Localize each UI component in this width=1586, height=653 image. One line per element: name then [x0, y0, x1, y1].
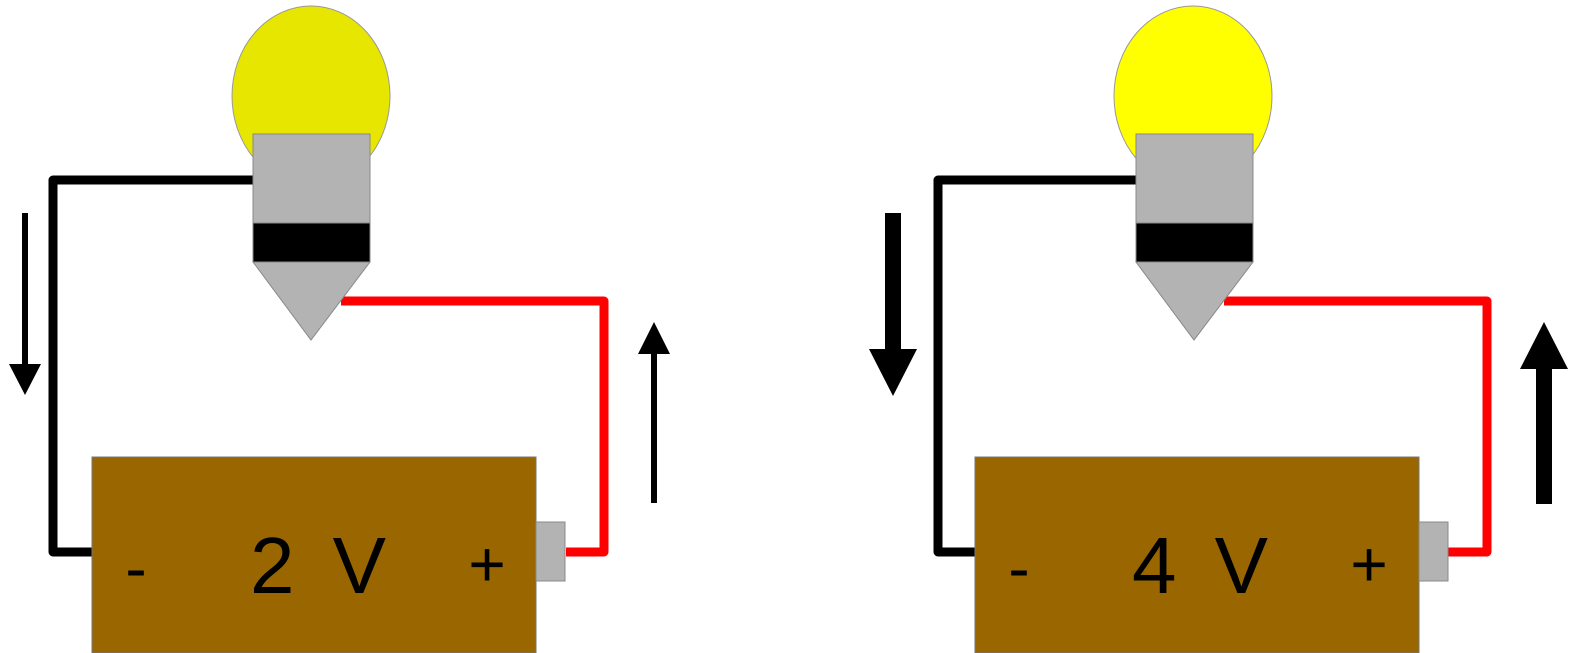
bulb-tip	[1135, 261, 1255, 341]
circuit-4v: - 4 V +	[869, 5, 1568, 653]
bulb-base-band	[1135, 222, 1254, 263]
battery-negative-label: -	[125, 532, 146, 604]
positive-wire	[341, 296, 609, 557]
battery-voltage-label: 4 V	[1132, 521, 1276, 610]
battery-voltage-label: 2 V	[250, 521, 394, 610]
battery-negative-label: -	[1008, 532, 1029, 604]
negative-wire	[933, 175, 1136, 557]
battery-body	[974, 456, 1420, 653]
battery-body	[91, 456, 537, 653]
battery-positive-terminal	[1418, 521, 1449, 582]
bulb-base	[252, 133, 372, 341]
current-arrow-up	[638, 322, 670, 503]
battery-positive-label: +	[1350, 528, 1387, 600]
current-arrow-down	[9, 213, 41, 395]
negative-wire	[48, 175, 253, 557]
bulb-base-band	[252, 222, 371, 263]
battery-positive-terminal	[535, 521, 566, 582]
current-arrow-up	[1520, 322, 1568, 504]
battery-positive-label: +	[468, 528, 505, 600]
bulb-tip	[252, 261, 372, 341]
positive-wire	[1224, 296, 1492, 557]
current-arrow-down	[869, 213, 917, 396]
circuit-2v: - 2 V +	[9, 5, 670, 653]
bulb-base	[1135, 133, 1255, 341]
